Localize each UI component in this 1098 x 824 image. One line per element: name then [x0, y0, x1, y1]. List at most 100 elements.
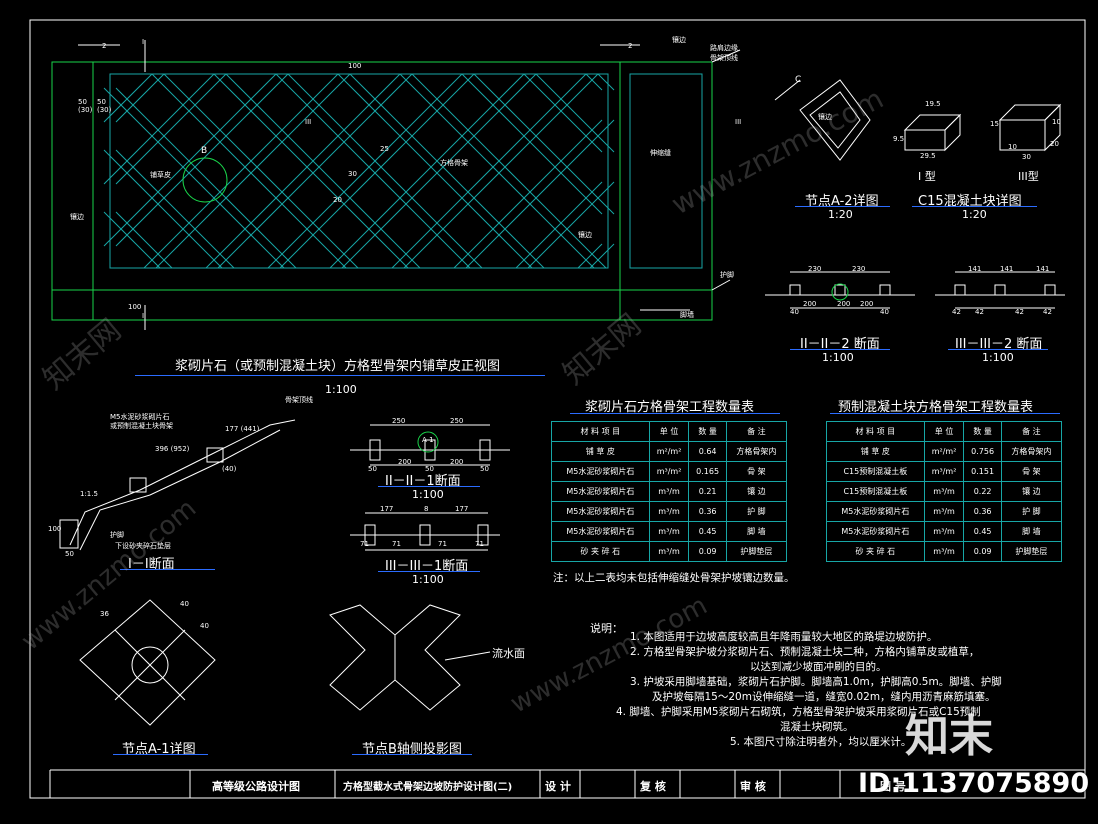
grid-diagonal-line	[399, 73, 595, 269]
table-header-cell: 数 量	[688, 421, 727, 442]
ii2-rib-1	[789, 284, 801, 296]
main-view-title: 浆砌片石（或预制混凝土块）方格型骨架内铺草皮正视图	[175, 359, 501, 374]
iii1-dim-5: 71	[438, 540, 447, 548]
table-cell: 0.21	[688, 481, 727, 502]
table-cell: m³/m	[923, 541, 965, 562]
label-grid-frame: 方格骨架	[440, 159, 468, 167]
table-cell: 护 脚	[1000, 501, 1063, 522]
ii2-dim-1: 230	[808, 265, 822, 273]
table-cell: 0.45	[963, 521, 1002, 542]
table-cell: M5水泥砂浆砌片石	[826, 521, 925, 542]
table-cell: m³/m	[923, 501, 965, 522]
c15-dim-8: 10	[1052, 118, 1061, 126]
grid-diagonal-line	[403, 73, 599, 269]
c15-dim-2: 9.5	[893, 135, 905, 143]
c15-block-drawing	[903, 103, 1062, 152]
label-dim-50-a: 50 (30)	[78, 98, 93, 114]
iii2-dim-2: 141	[1000, 265, 1014, 273]
tb-approve: 审 核	[740, 780, 766, 793]
table-cell: C15预制混凝土板	[826, 481, 925, 502]
grid-diagonal-line	[337, 73, 533, 269]
table-cell: m²/m²	[648, 441, 690, 462]
table-block-title-underline	[830, 413, 1060, 414]
table-row: 材 料 项 目 单 位 数 量 备 注	[826, 421, 1063, 442]
grid-diagonal-line	[473, 73, 615, 215]
iii2-title-underline	[948, 349, 1048, 350]
leader-top	[711, 49, 741, 63]
i-slope-under	[79, 429, 281, 551]
c15-title: C15混凝土块详图	[918, 194, 1022, 209]
i-label-precast: 或预制混凝土块骨架	[110, 422, 173, 430]
tb-project: 高等级公路设计图	[212, 780, 300, 793]
grid-diagonal-line	[155, 73, 351, 269]
label-section-i-top: I	[142, 38, 145, 46]
grid-diagonal-line	[391, 73, 587, 269]
grid-diagonal-line	[267, 73, 463, 269]
i-dim-a: 1:1.5	[80, 490, 98, 498]
grid-diagonal-line	[329, 73, 525, 269]
ii1-dim-3: 50	[368, 465, 377, 473]
table-cell: 0.165	[688, 461, 727, 482]
table-header-cell: 材 料 项 目	[551, 421, 650, 442]
grid-diagonal-line	[453, 119, 603, 269]
ii2-dim-7: 40	[880, 308, 889, 316]
c15-dim-1: 19.5	[925, 100, 941, 108]
label-paved-top: 路肩边缘	[710, 44, 738, 52]
iii2-title: III－III－2 断面	[955, 337, 1043, 352]
table-cell: 0.09	[688, 541, 727, 562]
iii1-title-underline	[378, 571, 480, 572]
section-ii2-drawing	[765, 271, 915, 309]
i-dim-c: 396 (952)	[155, 445, 190, 453]
grid-diagonal-line	[349, 73, 545, 269]
a2-scale: 1:20	[828, 208, 853, 221]
iii2-dim-3: 141	[1036, 265, 1050, 273]
notes-heading: 说明：	[590, 622, 623, 635]
grid-diagonal-line	[115, 211, 173, 269]
ii2-circle	[831, 283, 849, 301]
title-block-grid	[49, 769, 1085, 798]
note-line: 3. 护坡采用脚墙基础，浆砌片石护脚。脚墙高1.0m，护脚高0.5m。脚墙、护脚	[630, 676, 1002, 688]
label-dim-25: 25	[380, 145, 389, 153]
iii1-dim-3: 71	[360, 540, 369, 548]
ii1-title-underline	[378, 486, 480, 487]
ii1-rib-3	[479, 439, 491, 461]
iii2-dim-1: 141	[968, 265, 982, 273]
grid-diagonal-line	[589, 243, 615, 269]
b-title-underline	[352, 754, 472, 755]
c15-type-iii: III型	[1018, 170, 1039, 183]
grid-diagonal-line	[465, 119, 615, 269]
tb-drawing: 方格型截水式骨架边坡防护设计图(二)	[343, 782, 513, 793]
detail-b-drawing	[329, 604, 491, 711]
label-slope-top: 骨架顶线	[710, 54, 738, 62]
iii2-rib-3	[1044, 284, 1056, 296]
block-i-side	[944, 113, 961, 152]
note-line: 4. 脚墙、护脚采用M5浆砌片石砌筑，方格型骨架护坡采用浆砌片石或C15预制	[616, 706, 981, 718]
label-node-b: B	[201, 146, 208, 156]
label-section-i-bottom: I	[142, 312, 145, 320]
label-dim-2-left: 2	[102, 42, 107, 50]
iii1-dim-1: 177	[380, 505, 394, 513]
ii2-rib-3	[879, 284, 891, 296]
section-ii1-drawing	[350, 424, 510, 466]
iii1-rib-3	[477, 524, 489, 546]
table-row: 材 料 项 目 单 位 数 量 备 注	[551, 421, 788, 442]
watermark-id: ID:1137075890	[858, 768, 1090, 799]
c15-dim-7: 20	[1050, 140, 1059, 148]
i-label-foot: 护脚	[110, 531, 124, 539]
table-cell: m²/m²	[923, 441, 965, 462]
ii1-dim-6: 200	[450, 458, 464, 466]
label-dim-30: 30	[348, 170, 357, 178]
a2-title-underline	[795, 206, 890, 207]
grid-diagonal-line	[163, 73, 359, 269]
grid-diagonal-line	[103, 87, 285, 269]
ii2-dim-6: 40	[790, 308, 799, 316]
node-b-circle	[182, 157, 228, 203]
label-edge-top: 镶边	[672, 36, 686, 44]
grid-diagonal-line	[115, 73, 227, 185]
